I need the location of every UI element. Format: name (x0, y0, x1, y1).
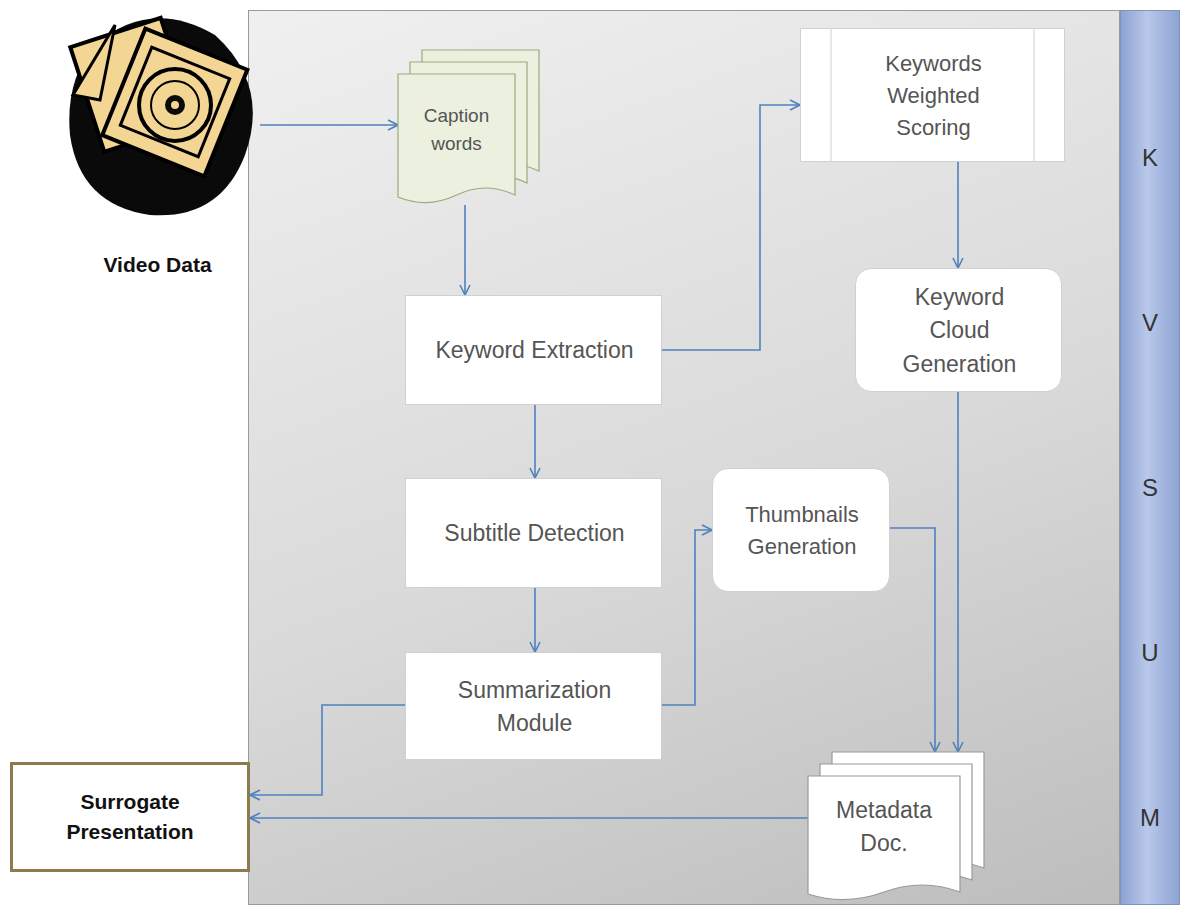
flow-arrow (464, 205, 466, 295)
document-shape (808, 752, 998, 902)
node-label: Caption words (407, 102, 507, 157)
page-outline (808, 776, 960, 900)
flow-arrow (662, 105, 800, 350)
flow-arrow (890, 528, 935, 752)
document-stack: Metadata Doc. (808, 752, 998, 902)
divider-line (1034, 29, 1035, 161)
node-label: Subtitle Detection (444, 517, 624, 550)
flow-arrow (534, 588, 536, 652)
text-area: KVSUM (1121, 75, 1179, 900)
node-label: Keyword Cloud Generation (895, 281, 1025, 381)
text-area: Metadata Doc. (808, 777, 960, 877)
process-box: Subtitle Detection (405, 478, 662, 588)
flow-arrow (250, 705, 405, 795)
video-source: Video Data (55, 5, 260, 290)
video-icon (69, 18, 253, 215)
node-label: Summarization Module (435, 674, 635, 741)
flow-arrow (957, 162, 959, 268)
process-box: Keyword Extraction (405, 295, 662, 405)
node-label: Keyword Extraction (435, 334, 633, 367)
side-band: KVSUM (1120, 10, 1180, 905)
text-area: Video Data (55, 243, 260, 287)
video-icon (55, 5, 260, 290)
document-shape (398, 50, 539, 205)
flow-arrow (260, 124, 398, 126)
text-area: Surrogate Presentation (13, 765, 247, 869)
flow-arrow (662, 530, 712, 705)
text-area: Subtitle Detection (406, 479, 663, 589)
page-outline (398, 74, 515, 203)
process-box: Keyword Cloud Generation (855, 268, 1062, 392)
text-area: Summarization Module (406, 653, 663, 761)
node-label: Video Data (103, 250, 211, 280)
node-label: Thumbnails Generation (727, 499, 877, 563)
flow-arrow (534, 405, 536, 478)
text-area: Thumbnails Generation (713, 469, 891, 593)
process-box: Summarization Module (405, 652, 662, 760)
process-box: Thumbnails Generation (712, 468, 890, 592)
divider-line (831, 29, 832, 161)
node-label: Keywords Weighted Scoring (859, 48, 1009, 144)
flow-arrow (250, 817, 808, 819)
flow-arrow (957, 392, 959, 752)
node-label: Metadata Doc. (829, 794, 939, 861)
output-box: Surrogate Presentation (10, 762, 250, 872)
process-box: Keywords Weighted Scoring (800, 28, 1065, 162)
text-area: Keyword Cloud Generation (856, 269, 1063, 393)
text-area: Caption words (398, 75, 515, 185)
node-label: Surrogate Presentation (30, 787, 230, 848)
document-stack: Caption words (398, 50, 539, 205)
text-area: Keywords Weighted Scoring (835, 29, 1032, 163)
text-area: Keyword Extraction (406, 296, 663, 406)
band-label: KVSUM (1138, 75, 1162, 900)
